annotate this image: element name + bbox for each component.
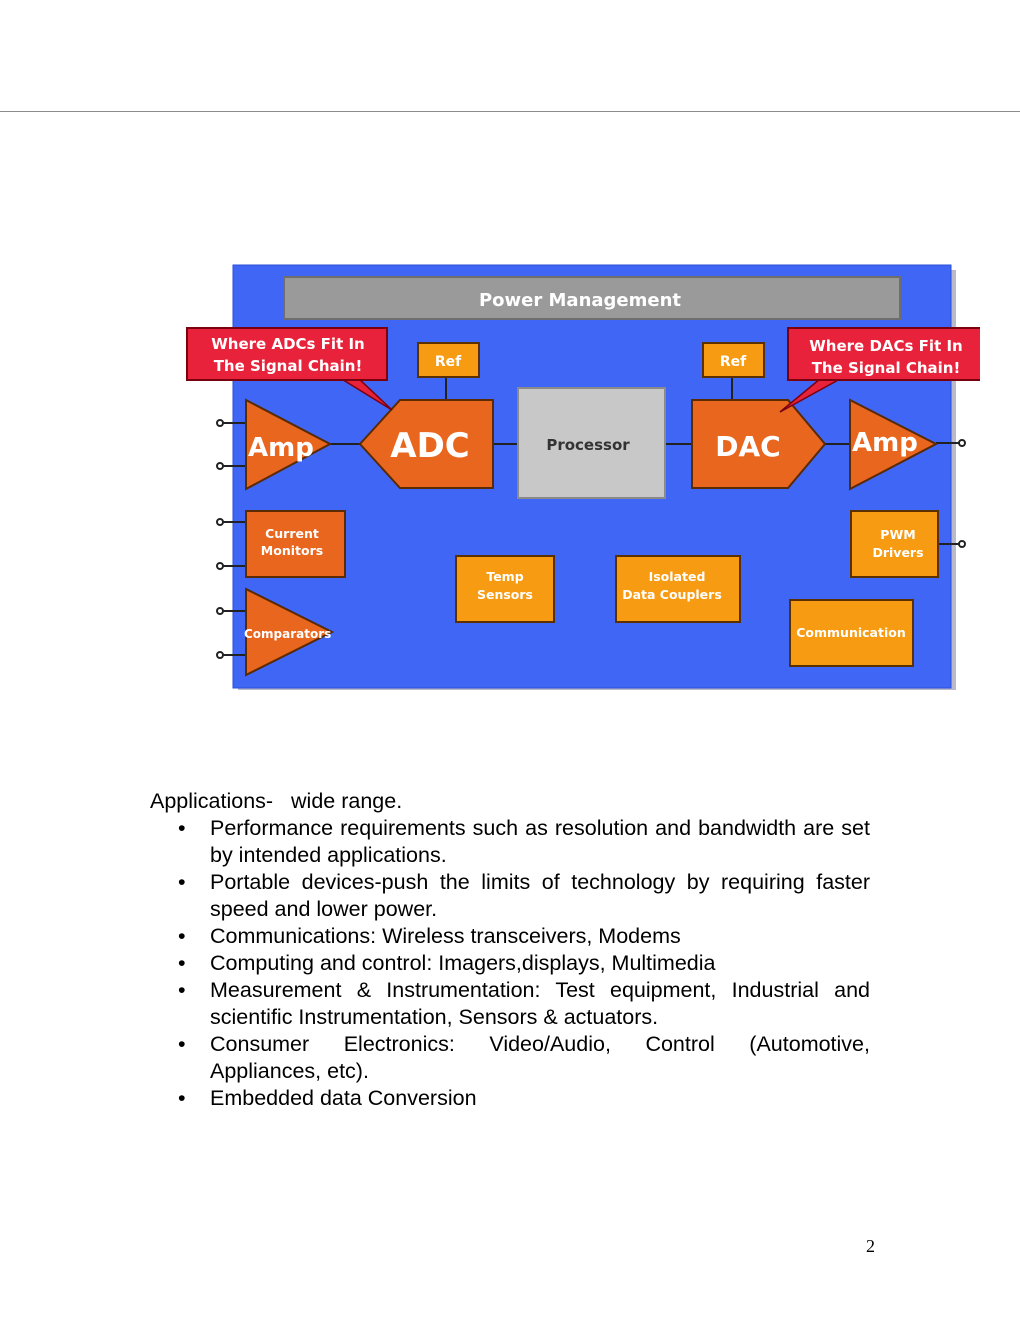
ref-label-left: Ref	[435, 354, 462, 370]
communication-block	[789, 599, 914, 667]
adc-block	[358, 399, 494, 489]
list-item: •Portable devices-push the limits of tec…	[178, 870, 870, 921]
list-item: •Consumer Electronics: Video/Audio, Cont…	[178, 1032, 870, 1083]
power-management-bar	[283, 276, 901, 320]
list-item: •Computing and control: Imagers,displays…	[178, 951, 716, 975]
dac-callout-line2: The Signal Chain!	[812, 359, 961, 377]
adc-callout-line1: Where ADCs Fit In	[211, 335, 364, 353]
isolated-data-couplers-block	[615, 555, 741, 623]
ref-box-left	[417, 342, 480, 378]
ref-label-right: Ref	[720, 354, 747, 370]
input-pins	[216, 419, 246, 659]
comparators-label: Comparators	[244, 627, 331, 641]
temp-sensors-block	[455, 555, 555, 623]
ref-box-right	[702, 342, 765, 378]
bullet-glyph: •	[178, 1032, 186, 1056]
applications-label: Applications-	[150, 789, 274, 813]
pwm-drivers-line1: PWM	[880, 527, 915, 542]
dac-block	[691, 399, 827, 489]
temp-sensors-line1: Temp	[486, 569, 523, 584]
processor-block	[517, 387, 666, 499]
dac-label: DAC	[715, 430, 780, 463]
list-item: •Performance requirements such as resolu…	[178, 816, 870, 867]
power-management-label: Power Management	[479, 290, 681, 311]
list-item: •Embedded data Conversion	[178, 1086, 477, 1110]
bullet-glyph: •	[178, 978, 186, 1002]
page-number: 2	[866, 1236, 875, 1256]
current-monitors-line2: Monitors	[261, 543, 323, 558]
temp-sensors-line2: Sensors	[477, 587, 533, 602]
bullet-glyph: •	[178, 924, 186, 948]
applications-range: wide range.	[291, 789, 403, 813]
adc-label: ADC	[390, 426, 470, 466]
applications-section: Applications- wide range. •Performance r…	[150, 788, 870, 1112]
current-monitors-block	[245, 510, 346, 578]
processor-label: Processor	[546, 436, 630, 454]
pwm-drivers-line2: Drivers	[872, 545, 923, 560]
bullet-glyph: •	[178, 816, 186, 840]
bullet-glyph: •	[178, 951, 186, 975]
output-pins	[936, 439, 966, 548]
signal-lines	[330, 377, 850, 445]
bullet-glyph: •	[178, 870, 186, 894]
list-item: •Communications: Wireless transceivers, …	[178, 924, 681, 948]
amp-right-triangle	[849, 398, 939, 491]
dac-callout	[787, 327, 980, 381]
applications-intro: Applications- wide range.	[150, 788, 870, 815]
adc-callout-line2: The Signal Chain!	[214, 357, 363, 375]
bullet-glyph: •	[178, 1086, 186, 1110]
amp-left-triangle	[245, 398, 333, 491]
header-rule	[0, 111, 1020, 112]
isolated-data-couplers-line2: Data Couplers	[622, 587, 722, 602]
signal-chain-diagram: Power Management Ref Ref Amp ADC Process…	[186, 264, 980, 690]
pwm-drivers-block	[850, 510, 939, 578]
comparators-triangle	[245, 587, 335, 677]
adc-callout	[186, 327, 388, 381]
isolated-data-couplers-line1: Isolated	[649, 569, 706, 584]
communication-label: Communication	[796, 625, 906, 640]
amp-left-label: Amp	[248, 433, 314, 463]
list-item: •Measurement & Instrumentation: Test equ…	[178, 978, 870, 1029]
current-monitors-line1: Current	[265, 526, 319, 541]
applications-list: •Performance requirements such as resolu…	[150, 815, 870, 1112]
amp-right-label: Amp	[852, 428, 918, 458]
dac-callout-line1: Where DACs Fit In	[809, 337, 962, 355]
